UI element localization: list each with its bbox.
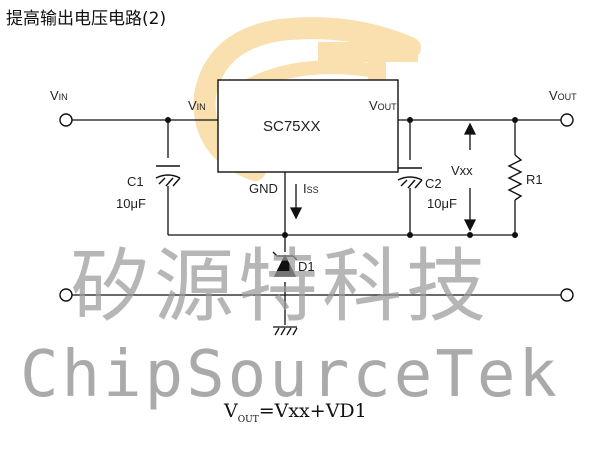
terminal-gnd-left [59,288,73,302]
ground-symbol [273,326,298,336]
terminal-vout [560,113,574,127]
junctions [165,117,518,238]
vout-right-label: VOUT [549,88,577,103]
c2-value: 10μF [427,196,457,211]
iss-label: ISS [303,181,319,196]
capacitor-c1 [155,165,181,187]
c1-label: C1 [127,174,144,189]
c2-label: C2 [425,176,442,191]
diagram-title: 提高输出电压电路(2) [6,9,167,29]
ic-box [217,79,399,173]
output-voltage-formula: VOUT=Vxx+VD1 [224,400,367,425]
vxx-label: Vxx [451,163,473,178]
gnd-label: GND [249,181,278,196]
terminal-vin [59,113,73,127]
resistor-r1 [507,154,523,201]
ic-label: SC75XX [263,118,321,135]
wires [72,119,562,325]
watermark-chinese: 矽源特科技 [70,240,490,333]
iss-arrow [289,184,303,220]
vxx-arrow [463,122,477,232]
r1-label: R1 [526,172,543,187]
capacitor-c2 [397,167,423,189]
terminal-gnd-right [560,288,574,302]
vin-left-label: VIN [50,88,68,103]
vout-pin-label: VOUT [369,98,397,113]
c1-value: 10μF [116,196,146,211]
zener-diode-d1 [272,251,298,277]
watermark-english: ChipSourceTek [20,338,560,412]
vin-pin-label: VIN [188,98,206,113]
d1-label: D1 [298,259,315,274]
